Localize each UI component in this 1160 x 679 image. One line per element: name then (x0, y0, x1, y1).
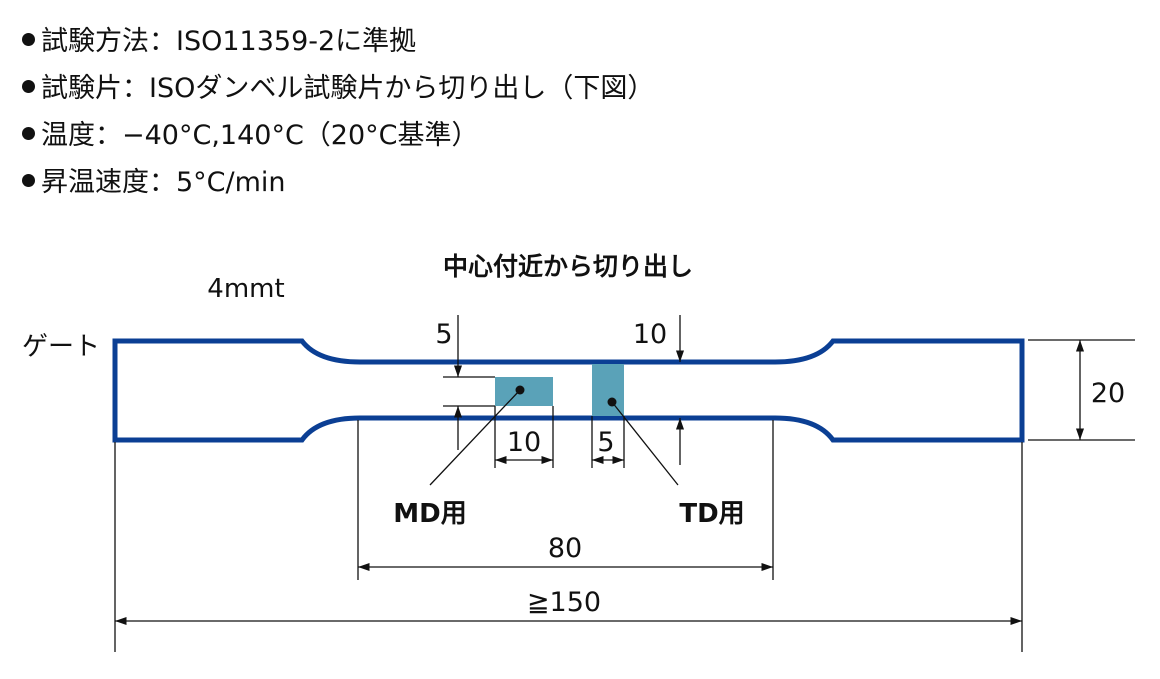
bullet-temperature: 温度：−40°C,140°C（20°C基準） (22, 112, 654, 159)
thickness-label: 4mmt (207, 274, 284, 304)
td-leader-dot (607, 397, 617, 407)
bullet-icon (22, 33, 35, 46)
td-sample (592, 364, 624, 416)
td-label: TD用 (679, 499, 744, 529)
dim-md-length: 10 (507, 427, 541, 458)
bullet-text: 試験片：ISOダンベル試験片から切り出し（下図） (41, 73, 655, 104)
dimension-lines (114, 315, 1135, 652)
dim-end-width: 20 (1091, 378, 1125, 409)
dim-md-height: 5 (435, 319, 452, 350)
dim-td-width: 5 (597, 427, 614, 458)
bullet-heating-rate: 昇温速度：5°C/min (22, 159, 654, 206)
dim-parallel-length: 80 (548, 533, 582, 564)
bullet-icon (22, 127, 35, 140)
gate-label: ゲート (22, 332, 100, 362)
bullet-specimen: 試験片：ISOダンベル試験片から切り出し（下図） (22, 65, 654, 112)
specimen-outline (112, 338, 1025, 443)
md-leader-dot (515, 385, 525, 395)
bullet-text: 試験方法：ISO11359-2に準拠 (41, 26, 417, 57)
dim-total-length: ≧150 (527, 587, 601, 618)
md-label: MD用 (393, 499, 466, 529)
bullet-icon (22, 80, 35, 93)
diagram-title: 中心付近から切り出し (443, 252, 693, 281)
bullet-text: 温度：−40°C,140°C（20°C基準） (41, 120, 479, 151)
bullet-method: 試験方法：ISO11359-2に準拠 (22, 18, 654, 65)
dim-narrow-width: 10 (633, 319, 667, 350)
test-conditions-list: 試験方法：ISO11359-2に準拠 試験片：ISOダンベル試験片から切り出し（… (22, 18, 654, 206)
bullet-text: 昇温速度：5°C/min (41, 167, 286, 198)
bullet-icon (22, 174, 35, 187)
